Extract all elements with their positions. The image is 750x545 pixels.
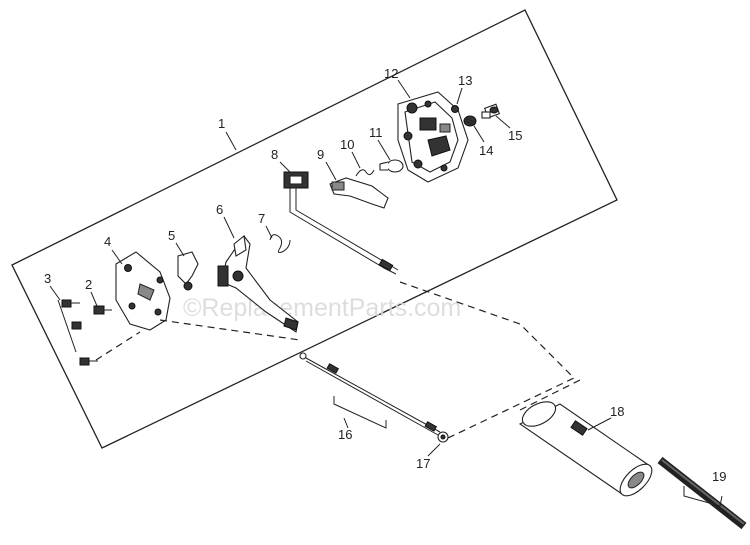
callout-6: 6 — [216, 202, 223, 217]
callout-17: 17 — [416, 456, 430, 471]
callout-11: 11 — [369, 125, 383, 140]
part-17-washer — [437, 431, 449, 443]
callout-3: 3 — [44, 271, 51, 286]
part-9-lever — [329, 177, 389, 209]
part-3-screws — [61, 299, 98, 366]
callout-19: 19 — [712, 469, 726, 484]
part-15-screw — [481, 103, 501, 119]
part-4-plate — [115, 251, 171, 331]
part-13-nut — [451, 105, 459, 113]
part-10-clip — [355, 169, 375, 177]
part-11-plunger — [379, 159, 404, 173]
callout-13: 13 — [458, 73, 472, 88]
callout-9: 9 — [317, 147, 324, 162]
part-16-rod — [299, 352, 441, 436]
assembly-dashed-lines — [95, 281, 581, 439]
callout-16: 16 — [338, 427, 352, 442]
part-6-trigger-arm — [217, 234, 299, 333]
watermark: ©ReplacementParts.com — [183, 294, 461, 322]
part-7-spring — [269, 234, 291, 253]
callout-5: 5 — [168, 228, 175, 243]
part-2-screw — [93, 305, 112, 315]
callout-12: 12 — [384, 66, 398, 81]
part-12-housing — [397, 91, 469, 183]
part-18-tube — [518, 401, 653, 497]
assembly-outline — [11, 9, 618, 449]
callout-1: 1 — [218, 116, 225, 131]
callout-18: 18 — [610, 404, 624, 419]
callout-2: 2 — [85, 277, 92, 292]
part-14-spring — [463, 115, 477, 127]
callout-labels: 1 2 3 4 5 6 7 8 9 10 11 12 13 14 15 16 1… — [44, 66, 726, 484]
leader-lines — [49, 79, 723, 507]
part-5-bracket — [177, 251, 199, 291]
callout-4: 4 — [104, 234, 111, 249]
part-19-threaded-rod — [657, 456, 747, 530]
callout-7: 7 — [258, 211, 265, 226]
callout-14: 14 — [479, 143, 493, 158]
callout-8: 8 — [271, 147, 278, 162]
part-8-rod — [283, 171, 399, 275]
callout-10: 10 — [340, 137, 354, 152]
callout-15: 15 — [508, 128, 522, 143]
